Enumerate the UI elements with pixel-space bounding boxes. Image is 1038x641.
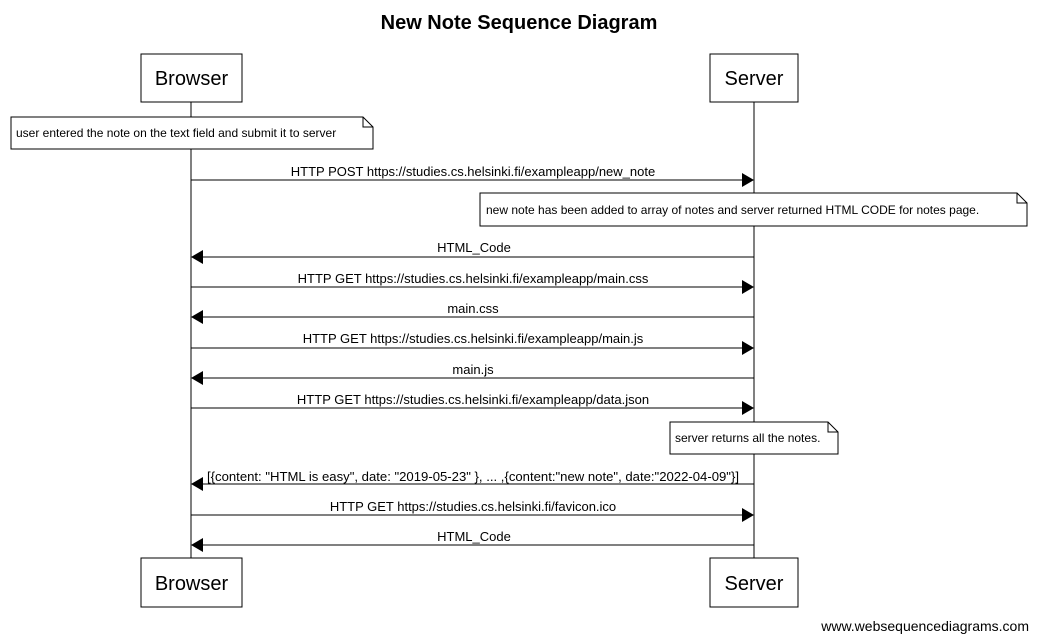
message-get-main-css: HTTP GET https://studies.cs.helsinki.fi/… bbox=[191, 271, 754, 294]
message-label: HTTP GET https://studies.cs.helsinki.fi/… bbox=[330, 499, 616, 514]
message-label: main.js bbox=[452, 362, 494, 377]
message-label: main.css bbox=[447, 301, 499, 316]
message-main-css-response: main.css bbox=[191, 301, 754, 324]
message-label: HTTP GET https://studies.cs.helsinki.fi/… bbox=[303, 331, 644, 346]
note-server-returns: server returns all the notes. bbox=[669, 421, 839, 455]
note-user-entered: user entered the note on the text field … bbox=[10, 116, 374, 150]
note-text: new note has been added to array of note… bbox=[486, 203, 979, 217]
note-text: user entered the note on the text field … bbox=[16, 126, 336, 140]
message-post-new-note: HTTP POST https://studies.cs.helsinki.fi… bbox=[191, 164, 754, 187]
participant-server-bottom: Server bbox=[709, 557, 799, 608]
participant-server-top: Server bbox=[709, 53, 799, 103]
message-get-data-json: HTTP GET https://studies.cs.helsinki.fi/… bbox=[191, 392, 754, 415]
note-server-added: new note has been added to array of note… bbox=[479, 192, 1028, 227]
footer-link[interactable]: www.websequencediagrams.com bbox=[820, 618, 1029, 634]
participant-label: Browser bbox=[155, 68, 229, 90]
message-label: [{content: "HTML is easy", date: "2019-0… bbox=[207, 469, 739, 484]
message-get-favicon: HTTP GET https://studies.cs.helsinki.fi/… bbox=[191, 499, 754, 522]
participant-browser-top: Browser bbox=[140, 53, 243, 103]
message-main-js-response: main.js bbox=[191, 362, 754, 385]
message-get-main-js: HTTP GET https://studies.cs.helsinki.fi/… bbox=[191, 331, 754, 355]
diagram-title: New Note Sequence Diagram bbox=[381, 12, 658, 34]
message-html-code-response: HTML_Code bbox=[191, 240, 754, 264]
message-label: HTTP POST https://studies.cs.helsinki.fi… bbox=[291, 164, 655, 179]
message-data-json-response: [{content: "HTML is easy", date: "2019-0… bbox=[191, 469, 754, 491]
participant-browser-bottom: Browser bbox=[140, 557, 243, 608]
message-label: HTML_Code bbox=[437, 240, 511, 255]
note-text: server returns all the notes. bbox=[675, 431, 820, 445]
message-label: HTTP GET https://studies.cs.helsinki.fi/… bbox=[297, 392, 649, 407]
participant-label: Server bbox=[725, 68, 784, 90]
participant-label: Browser bbox=[155, 573, 229, 595]
participant-label: Server bbox=[725, 573, 784, 595]
message-label: HTML_Code bbox=[437, 529, 511, 544]
message-html-code-favicon-response: HTML_Code bbox=[191, 529, 754, 552]
message-label: HTTP GET https://studies.cs.helsinki.fi/… bbox=[298, 271, 649, 286]
